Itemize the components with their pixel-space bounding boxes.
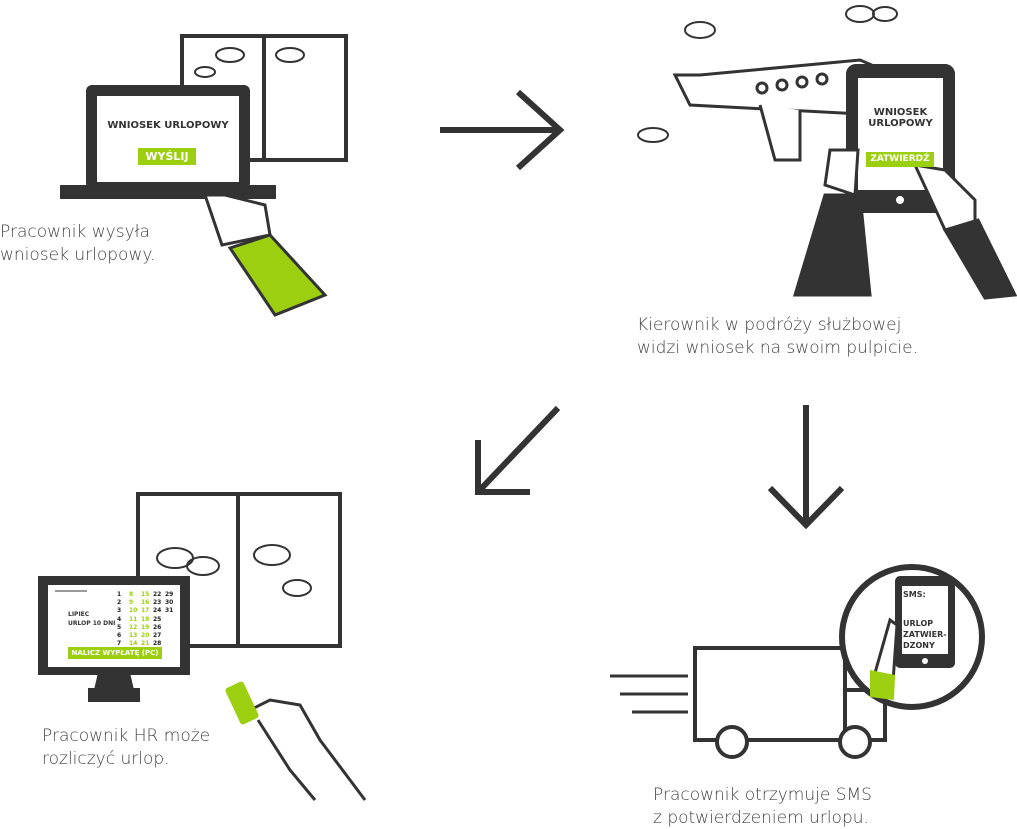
caption-line: Pracownik wysyła <box>0 222 150 242</box>
caption-line: Pracownik otrzymuje SMS <box>653 785 872 805</box>
calendar-day: 26 <box>153 623 162 631</box>
laptop-icon <box>60 85 276 199</box>
caption-step3: Pracownik otrzymuje SMS z potwierdzeniem … <box>653 784 872 829</box>
calendar-day: 1 <box>117 591 122 598</box>
login-line <box>55 590 87 592</box>
calendar-day: 22 <box>153 591 162 598</box>
calendar-day: 11 <box>129 615 138 623</box>
calendar-day: 6 <box>117 632 122 640</box>
calendar-day: 4 <box>117 615 122 623</box>
arrow-down-left-icon <box>475 405 561 495</box>
calendar-day: 13 <box>129 632 138 640</box>
hand-icon <box>202 193 328 317</box>
calendar-day: 2 <box>117 599 122 607</box>
caption-line: Pracownik HR może <box>42 726 211 746</box>
calendar-day: 14 <box>129 640 138 648</box>
calendar-day: 23 <box>153 599 162 607</box>
caption-step2: Kierownik w podróży służbowej widzi wnios… <box>637 314 918 360</box>
arrow-down-icon <box>767 405 845 530</box>
caption-line: rozliczyć urlop. <box>42 749 170 769</box>
calendar-day: 12 <box>129 623 138 631</box>
calendar-day: 17 <box>141 607 150 615</box>
calendar-day: 19 <box>141 623 150 631</box>
calendar-day: 25 <box>153 615 162 623</box>
calendar-day: 3 <box>117 607 122 615</box>
monitor-icon <box>38 576 190 702</box>
calendar-day: 18 <box>141 615 150 623</box>
window-illustration <box>136 492 342 648</box>
calendar-day: 20 <box>141 632 150 640</box>
calendar-day: 27 <box>153 632 162 640</box>
calendar-day: 29 <box>165 591 174 598</box>
calendar-day: 21 <box>141 640 150 648</box>
calendar-day: 28 <box>153 640 162 648</box>
calendar-day: 16 <box>141 599 150 607</box>
phone-magnifier <box>839 564 985 710</box>
cloud-icons <box>156 5 898 597</box>
caption-line: widzi wniosek na swoim pulpicie. <box>637 338 919 358</box>
caption-step1: Pracownik wysyła wniosek urlopowy. <box>0 221 155 267</box>
hand-with-card-icon <box>225 681 367 801</box>
screen-title: WNIOSEK URLOPOWY <box>107 120 229 131</box>
speed-lines <box>610 674 688 714</box>
caption-line: z potwierdzeniem urlopu. <box>653 808 869 828</box>
calendar-day: 30 <box>165 599 174 607</box>
calendar-day: 5 <box>117 623 122 631</box>
calendar-day: 24 <box>153 607 162 615</box>
hands-icon <box>792 148 1017 300</box>
calendar-day: 7 <box>117 640 122 648</box>
calculate-pay-button[interactable]: NALICZ WYPŁATĘ (PC) <box>68 647 162 659</box>
calendar-day: 15 <box>141 591 150 598</box>
caption-step4: Pracownik HR może rozliczyć urlop. <box>42 725 210 771</box>
calendar-day: 31 <box>165 607 174 615</box>
arrow-right-icon <box>440 89 565 171</box>
caption-line: Kierownik w podróży służbowej <box>637 315 902 335</box>
calendar-day: 9 <box>129 599 134 607</box>
approve-button[interactable]: ZATWIERDŹ <box>866 152 934 167</box>
calendar-day: 8 <box>129 591 134 598</box>
caption-line: wniosek urlopowy. <box>0 245 156 265</box>
sms-label: SMS: <box>903 590 926 599</box>
send-button[interactable]: WYŚLIJ <box>138 148 196 165</box>
calendar-day: 10 <box>129 607 138 615</box>
truck-icon <box>693 646 887 759</box>
